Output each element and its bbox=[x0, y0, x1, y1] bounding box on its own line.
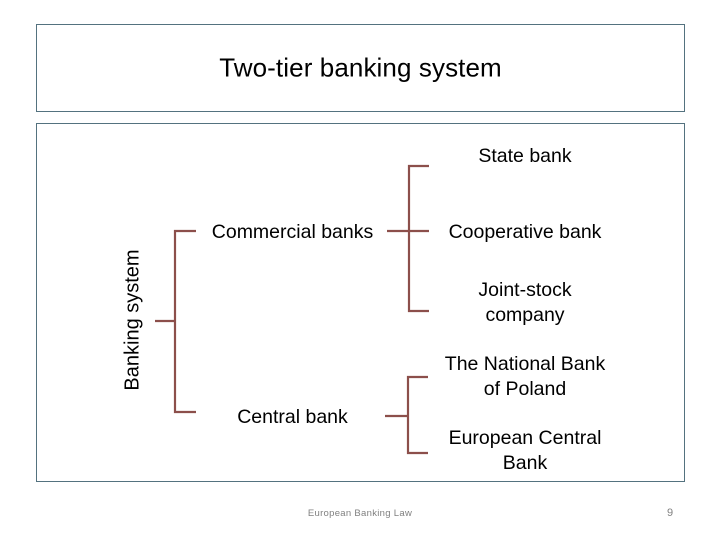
node-national-bank-of-poland-line1: The National Bank bbox=[444, 353, 606, 375]
node-joint-stock-company: Joint-stock company bbox=[432, 278, 618, 328]
node-commercial-banks: Commercial banks bbox=[211, 221, 374, 243]
node-joint-stock-company-line1: Joint-stock bbox=[478, 279, 572, 301]
node-national-bank-of-poland-line2: of Poland bbox=[483, 377, 567, 400]
page-title: Two-tier banking system bbox=[219, 52, 502, 83]
page-number: 9 bbox=[666, 507, 674, 519]
node-european-central-bank-line2: Bank bbox=[502, 451, 548, 474]
footer-label: European Banking Law bbox=[307, 508, 413, 519]
title-placeholder-box[interactable]: Two-tier banking system bbox=[36, 24, 685, 112]
node-european-central-bank-line1: European Central bbox=[448, 427, 602, 449]
node-cooperative-bank: Cooperative bank bbox=[448, 221, 602, 243]
node-national-bank-of-poland: The National Bank of Poland bbox=[425, 352, 625, 402]
node-state-bank: State bank bbox=[478, 145, 572, 167]
node-central-bank: Central bank bbox=[237, 406, 348, 428]
node-european-central-bank: European Central Bank bbox=[425, 426, 625, 476]
node-joint-stock-company-line2: company bbox=[485, 303, 565, 326]
root-label-banking-system: Banking system bbox=[121, 249, 144, 391]
content-placeholder-box[interactable] bbox=[36, 123, 685, 482]
